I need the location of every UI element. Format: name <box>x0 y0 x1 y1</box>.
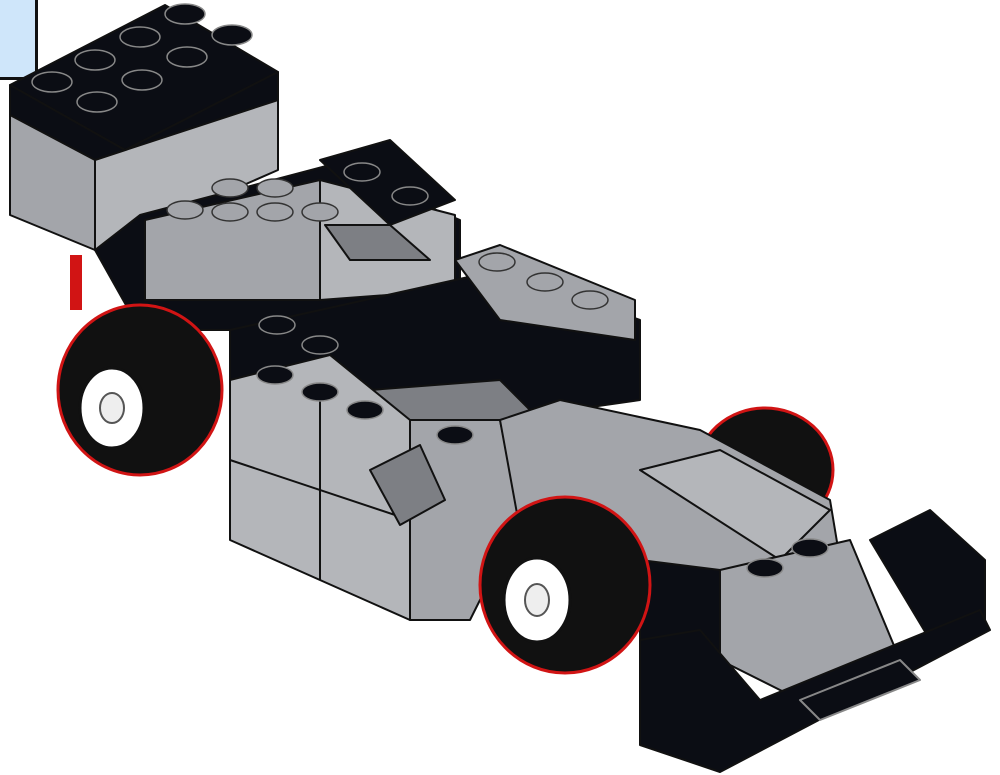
cover-studs <box>343 162 429 206</box>
rear-body-studs <box>166 178 339 222</box>
step-callout-box <box>0 0 38 80</box>
front-left-wheel <box>478 495 652 675</box>
rear-left-wheel <box>56 303 224 477</box>
rear-wing-studs <box>31 3 253 113</box>
nose-studs <box>746 538 829 578</box>
front-wing <box>639 509 991 773</box>
sidepod-studs <box>256 315 474 445</box>
red-tail-light <box>70 255 82 310</box>
cockpit-studs <box>478 252 609 310</box>
